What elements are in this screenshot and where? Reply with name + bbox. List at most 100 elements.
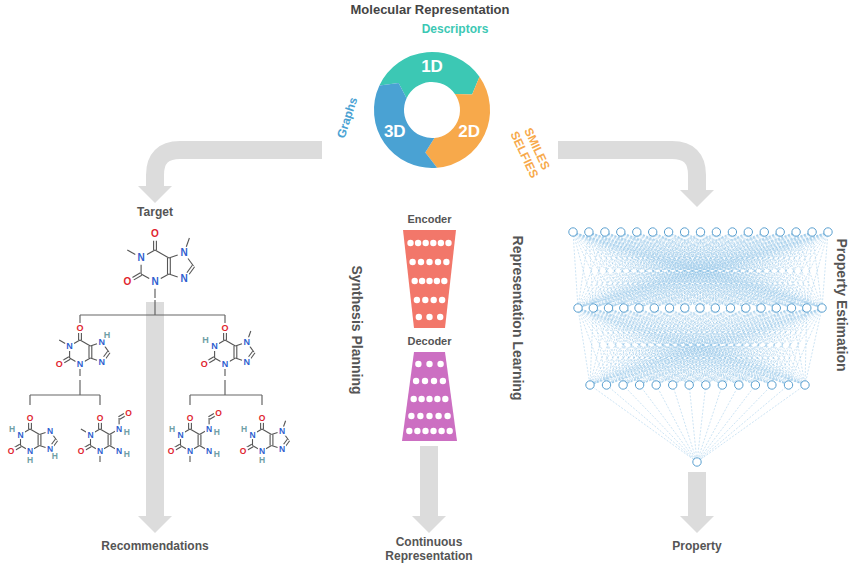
- atom-label: O: [7, 447, 16, 456]
- bond-line: [28, 423, 29, 429]
- bond-line: [223, 333, 224, 340]
- network-heading: Encoder: [407, 213, 451, 226]
- atom-label: N: [86, 430, 94, 439]
- nn-link: [654, 308, 689, 385]
- nn-neuron: [696, 304, 704, 312]
- nn-neuron: [680, 228, 688, 236]
- bond-line: [132, 273, 140, 278]
- nn-neuron: [696, 228, 704, 236]
- bond-line: [40, 433, 46, 435]
- neuron-dot: [414, 428, 420, 434]
- neuron-dot: [435, 413, 441, 419]
- nn-link: [673, 385, 697, 462]
- output-label: Property: [672, 540, 721, 554]
- nn-link: [573, 232, 822, 308]
- nn-link: [697, 385, 706, 462]
- atom-label: N: [248, 430, 256, 439]
- segment-shape: [374, 83, 437, 168]
- network-trapezoid-shape: [398, 228, 462, 332]
- atom-label: N: [137, 253, 146, 263]
- atom-label: H: [258, 455, 266, 464]
- nn-link: [755, 308, 806, 385]
- nn-neuron: [772, 304, 780, 312]
- nn-neuron: [712, 228, 720, 236]
- nn-link: [623, 308, 746, 385]
- nn-link: [715, 232, 828, 308]
- bond-line: [108, 435, 109, 446]
- dimension-label: 2D: [458, 122, 480, 142]
- nn-neuron: [818, 304, 826, 312]
- bond-line: [40, 446, 46, 448]
- neuron-dot: [426, 259, 432, 265]
- nn-link: [607, 308, 823, 385]
- nn-neuron: [633, 228, 641, 236]
- bond-line: [224, 369, 225, 376]
- nn-neuron: [649, 228, 657, 236]
- bond-line: [34, 446, 40, 449]
- nn-link: [593, 308, 739, 385]
- atom-label: H: [213, 428, 221, 437]
- neuron-dot: [411, 396, 417, 402]
- nn-neuron: [760, 228, 768, 236]
- tree-bracket: [30, 300, 262, 405]
- nn-neuron: [711, 304, 719, 312]
- neuron-dot: [426, 396, 432, 402]
- network-trapezoid-shape: [398, 350, 462, 444]
- bond-line: [153, 241, 154, 250]
- neuron-dot: [430, 428, 436, 434]
- bond-line: [86, 447, 92, 450]
- bond-line: [249, 331, 251, 338]
- nn-link: [573, 232, 578, 308]
- bond-line: [81, 333, 82, 340]
- nn-link: [700, 232, 732, 308]
- nn-link: [776, 232, 812, 308]
- atom-label: O: [122, 277, 132, 287]
- bond-line: [248, 447, 254, 450]
- nn-link: [609, 232, 669, 308]
- nn-link: [607, 308, 777, 385]
- nn-link: [715, 232, 748, 308]
- nn-neuron: [619, 381, 627, 389]
- nn-link: [607, 308, 685, 385]
- neuron-dot: [434, 278, 440, 284]
- bond-line: [30, 429, 40, 435]
- bond-line: [154, 289, 155, 298]
- nn-link: [689, 308, 822, 385]
- nn-link: [685, 232, 828, 308]
- atom-label: H: [8, 425, 16, 434]
- nn-neuron: [792, 228, 800, 236]
- bond-line: [155, 250, 169, 258]
- nn-link: [607, 308, 807, 385]
- bond-line: [194, 446, 200, 449]
- nn-neuron: [635, 304, 643, 312]
- nn-link: [624, 308, 789, 385]
- bond-line: [262, 429, 272, 435]
- neuron-dot: [409, 259, 415, 265]
- nn-link: [673, 308, 700, 385]
- nn-link: [776, 308, 788, 385]
- segment-shape: [425, 77, 490, 168]
- atom-label: H: [168, 425, 176, 434]
- nn-neuron: [650, 304, 658, 312]
- bond-line: [80, 340, 90, 346]
- nn-link: [624, 232, 749, 308]
- bond-line: [118, 414, 124, 417]
- neuron-dot: [438, 240, 444, 246]
- bond-line: [233, 346, 234, 358]
- neuron-dot: [407, 240, 413, 246]
- nn-link: [578, 232, 589, 308]
- nn-neuron: [569, 228, 577, 236]
- neuron-dot: [438, 428, 444, 434]
- nn-link: [624, 232, 828, 308]
- nn-link: [776, 232, 828, 308]
- neuron-dot: [443, 259, 449, 265]
- nn-link: [706, 308, 761, 385]
- nn-link: [590, 308, 807, 385]
- nn-link: [639, 308, 789, 385]
- nn-link: [722, 308, 807, 385]
- nn-link: [593, 232, 621, 308]
- bond-line: [156, 241, 157, 250]
- bond-line: [78, 333, 79, 340]
- neuron-dot: [434, 396, 440, 402]
- atom-label: N: [26, 447, 34, 456]
